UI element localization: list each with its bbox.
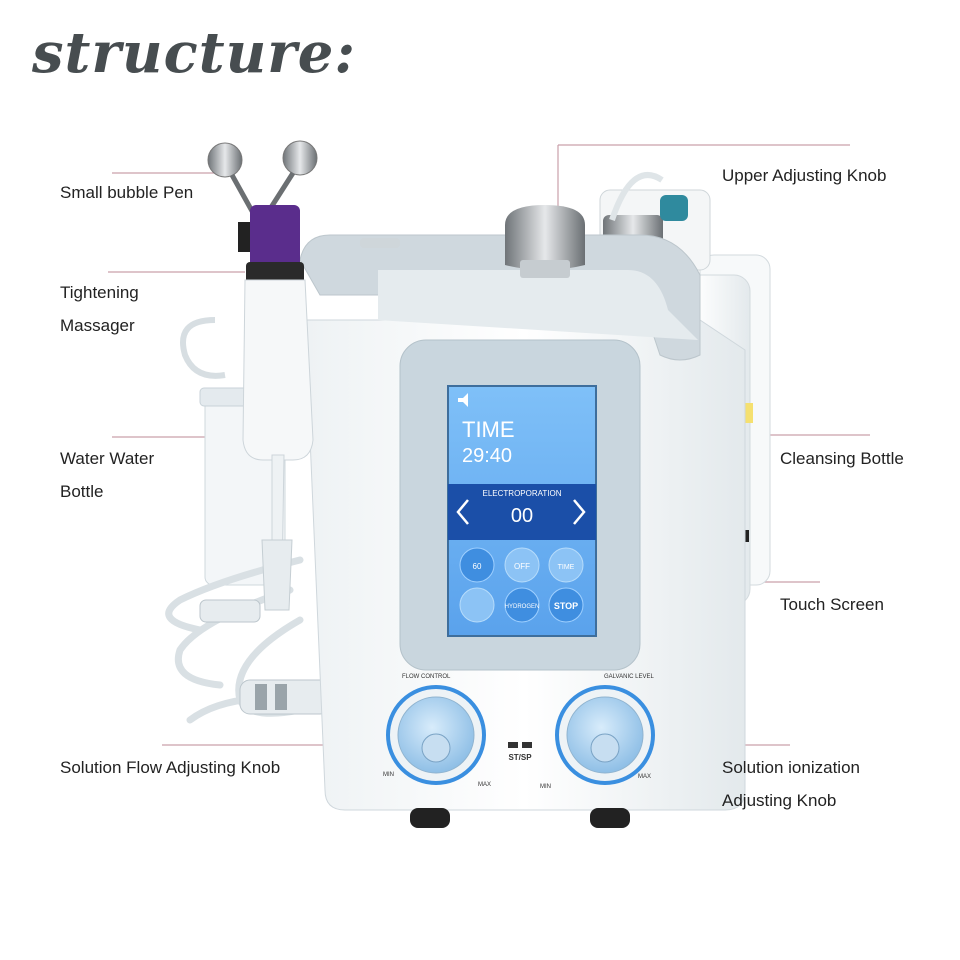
label-tightening-line1: Tightening: [60, 283, 139, 302]
galvanic-min-label: MIN: [540, 784, 551, 790]
main-body: [299, 234, 746, 811]
flow-min-label: MIN: [383, 772, 394, 778]
hose-connectors: [199, 599, 331, 715]
label-water-bottle-line1: Water Water: [60, 449, 155, 468]
tightening-massager: [242, 205, 314, 611]
flow-control-label: FLOW CONTROL: [402, 674, 451, 680]
label-tightening-massager: Tightening Massager: [60, 276, 139, 342]
upper-adjusting-knob: [505, 205, 585, 278]
label-water-bottle: Water Water Bottle: [60, 442, 154, 508]
screen-button-stop[interactable]: STOP: [554, 601, 578, 611]
screen-button-60[interactable]: 60: [473, 562, 482, 571]
screen-button-time[interactable]: TIME: [558, 564, 575, 571]
galvanic-max-label: MAX: [638, 774, 651, 780]
screen-time-value: 29:40: [462, 445, 512, 467]
label-small-bubble-pen: Small bubble Pen: [60, 183, 194, 202]
label-touch-screen: Touch Screen: [780, 595, 884, 614]
label-cleansing-bottle: Cleansing Bottle: [780, 449, 904, 468]
label-solution-flow-knob: Solution Flow Adjusting Knob: [60, 758, 281, 777]
screen-value: 00: [511, 505, 533, 527]
label-upper-adjusting-knob: Upper Adjusting Knob: [722, 166, 887, 185]
label-water-bottle-line2: Bottle: [60, 482, 104, 501]
control-knobs: [386, 685, 655, 785]
screen-button-off[interactable]: OFF: [514, 562, 530, 571]
screen-time-label: TIME: [462, 417, 515, 442]
label-ionization-line1: Solution ionization: [722, 758, 860, 777]
label-ionization-knob: Solution ionization Adjusting Knob: [722, 751, 860, 817]
label-ionization-line2: Adjusting Knob: [722, 791, 837, 810]
galvanic-level-label: GALVANIC LEVEL: [604, 674, 654, 680]
screen-button-hydrogen[interactable]: HYDROGEN: [505, 604, 540, 610]
screen-mode: ELECTROPORATION: [483, 489, 562, 498]
flow-max-label: MAX: [478, 782, 491, 788]
st-sp-label: ST/SP: [508, 753, 532, 762]
label-tightening-line2: Massager: [60, 316, 135, 335]
feet: [410, 808, 630, 828]
page-title: structure:: [32, 20, 357, 86]
